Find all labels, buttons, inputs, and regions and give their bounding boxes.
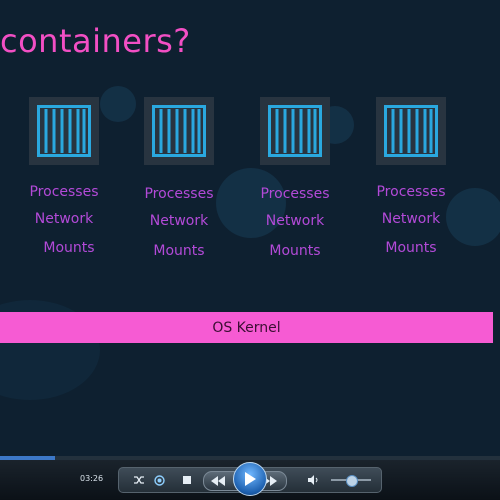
mounts-label: Mounts [385,240,437,256]
processes-label: Processes [144,186,214,202]
mounts-label: Mounts [43,240,95,256]
volume-slider[interactable] [331,475,371,487]
seek-bar-played [0,456,55,460]
container-column: Processes Network Mounts [235,97,355,258]
volume-knob[interactable] [346,475,358,487]
background-bubble [446,188,500,246]
shuffle-icon [134,476,144,484]
slide-title: containers? [0,22,191,60]
background-bubble [216,168,286,238]
mute-button[interactable] [305,472,321,488]
container-column: Processes Network Mounts [4,97,124,255]
play-button[interactable] [233,462,267,496]
repeat-button[interactable] [151,472,167,488]
background-bubble [100,86,136,122]
container-icon [376,97,446,165]
network-label: Network [149,213,209,229]
network-label: Network [265,213,325,229]
container-icon [29,97,99,165]
rewind-icon [211,476,225,486]
container-icon [144,97,214,165]
stop-icon [183,476,191,484]
seek-bar[interactable] [0,456,500,460]
os-kernel-label: OS Kernel [212,319,281,336]
shuffle-button[interactable] [131,472,147,488]
network-label: Network [34,211,94,227]
container-column: Processes Network Mounts [351,97,471,255]
rewind-button[interactable] [210,473,226,489]
stop-button[interactable] [179,472,195,488]
current-time: 03:26 [80,474,104,483]
processes-label: Processes [29,184,99,200]
slide: containers? Processes Network Mounts [0,22,500,343]
play-icon [245,472,256,486]
processes-label: Processes [376,184,446,200]
container-column: Processes Network Mounts [119,97,239,258]
speaker-icon [308,475,318,485]
processes-label: Processes [260,186,330,202]
player-controls: 03:26 [0,460,500,500]
container-icon [260,97,330,165]
repeat-icon [153,474,165,486]
network-label: Network [381,211,441,227]
mounts-label: Mounts [153,243,205,259]
mounts-label: Mounts [269,243,321,259]
os-kernel-bar: OS Kernel [0,312,493,343]
